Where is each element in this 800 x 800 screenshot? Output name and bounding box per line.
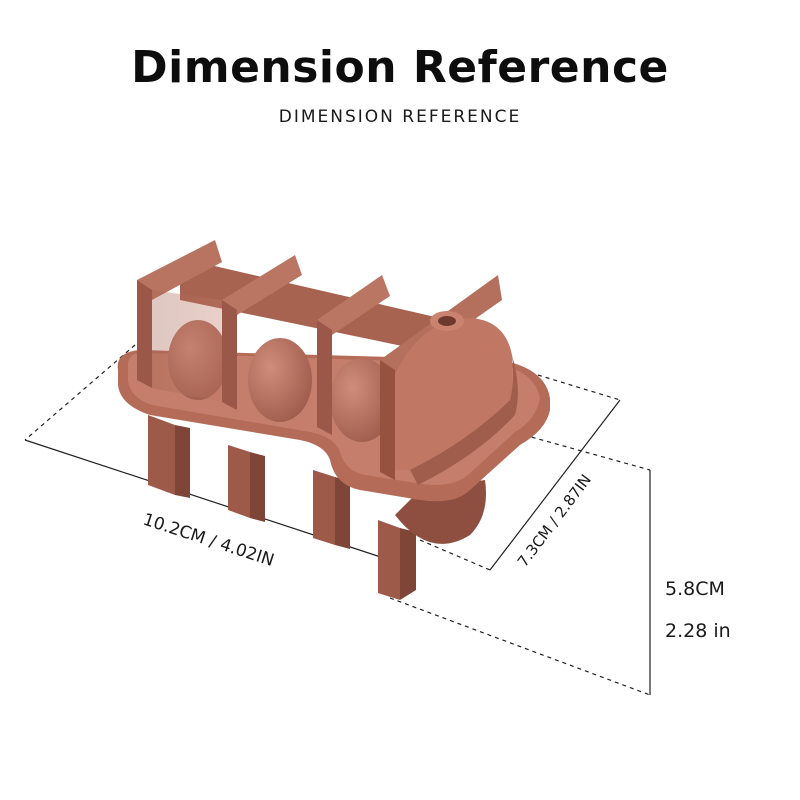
mold-leg [378, 520, 400, 600]
width-line [489, 399, 621, 571]
mold-leg [250, 452, 265, 522]
height-dash-top [469, 419, 651, 471]
mold-cavity-dome [330, 358, 394, 442]
mold-leg [148, 415, 175, 495]
height-dash-bottom [389, 597, 651, 696]
height-in-label: 2.28 in [665, 620, 731, 642]
mold-end-wall [380, 360, 395, 480]
width-dash-bottom [419, 539, 491, 571]
mold-leg [400, 528, 416, 600]
mold-leg [228, 445, 250, 518]
mold-divider [222, 255, 302, 410]
mold-leg [175, 425, 190, 498]
mold-divider [137, 240, 222, 388]
mold-leg [313, 470, 335, 545]
mold-handle [395, 318, 512, 470]
mold-divider [222, 300, 237, 410]
length-dash-left [24, 344, 136, 441]
height-cm-label: 5.8CM [665, 578, 725, 600]
mold-handle-side [410, 355, 518, 485]
silicone-mold [117, 240, 550, 600]
mold-stick-hole-inner [438, 316, 456, 326]
mold-divider [317, 275, 390, 435]
mold-side-wall [152, 290, 222, 402]
mold-cavity-dome [248, 338, 312, 422]
mold-divider [317, 320, 332, 435]
mold-leg [335, 477, 350, 549]
page-subtitle: DIMENSION REFERENCE [278, 107, 522, 127]
page-title: Dimension Reference [131, 42, 669, 93]
mold-divider [137, 280, 152, 388]
